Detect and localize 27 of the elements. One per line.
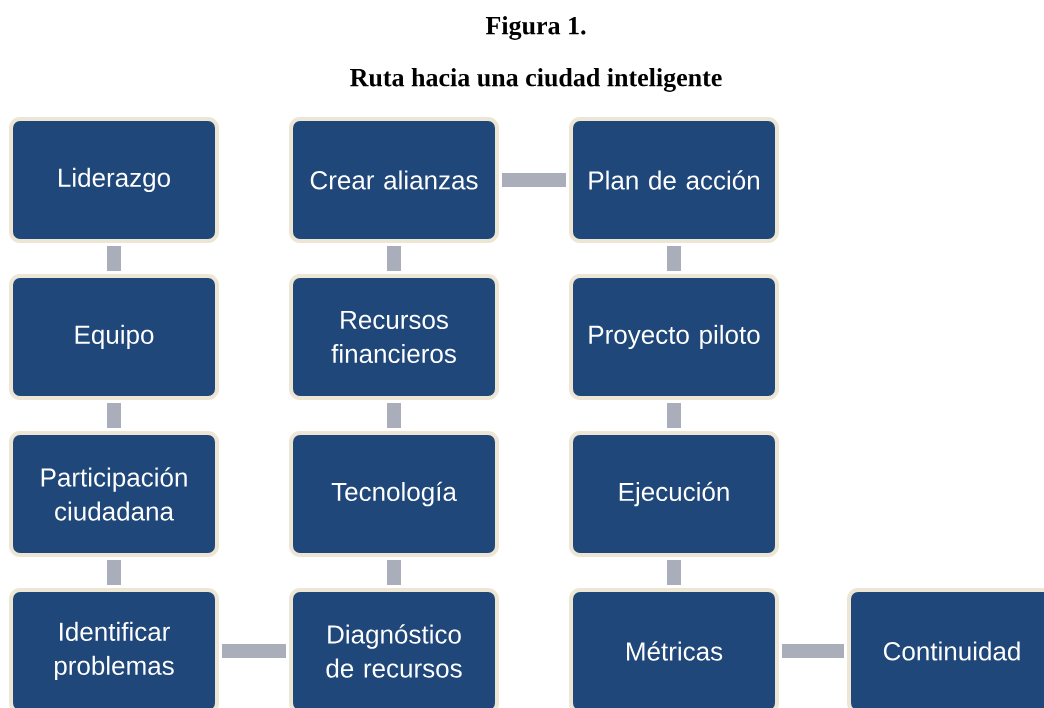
connector-bar xyxy=(387,560,401,585)
connector-bar xyxy=(107,246,121,271)
connector-bar xyxy=(782,644,844,658)
figure-caption: Ruta hacia una ciudad inteligente xyxy=(350,68,722,92)
connector-bar xyxy=(502,173,566,187)
process-box: Plan de acción xyxy=(569,117,779,243)
connector-bar xyxy=(107,403,121,428)
connector-bar xyxy=(387,246,401,271)
figure-title: Figura 1. xyxy=(485,16,586,40)
connector-bar xyxy=(107,560,121,585)
process-box: Participación ciudadana xyxy=(9,431,219,557)
process-box: Diagnóstico de recursos xyxy=(289,588,499,708)
connector-bar xyxy=(387,403,401,428)
process-box: Equipo xyxy=(9,274,219,400)
process-box: Tecnología xyxy=(289,431,499,557)
connector-bar xyxy=(667,403,681,428)
process-box: Crear alianzas xyxy=(289,117,499,243)
process-box: Métricas xyxy=(569,588,779,708)
connector-bar xyxy=(667,246,681,271)
process-box: Recursos financieros xyxy=(289,274,499,400)
process-box: Proyecto piloto xyxy=(569,274,779,400)
connector-bar xyxy=(667,560,681,585)
connector-bar xyxy=(222,644,286,658)
process-box: Ejecución xyxy=(569,431,779,557)
process-box: Identificar problemas xyxy=(9,588,219,708)
process-box: Liderazgo xyxy=(9,117,219,243)
process-box: Continuidad xyxy=(847,588,1044,708)
